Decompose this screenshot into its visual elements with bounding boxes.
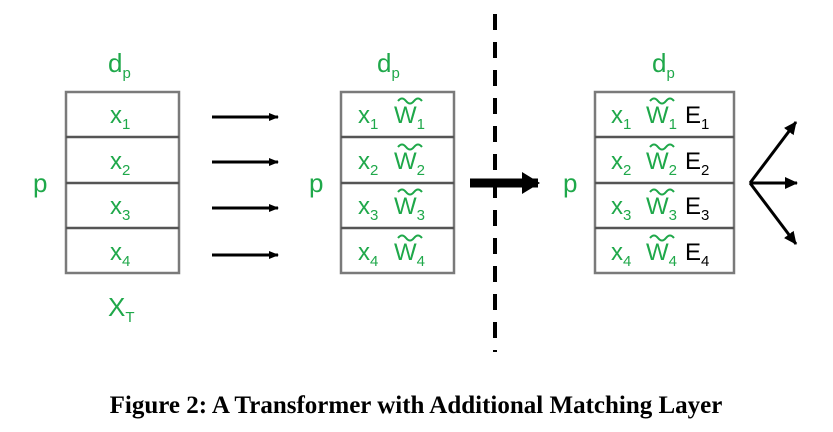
left-row-4: x4	[110, 239, 130, 270]
arrow-up-right-icon	[748, 121, 798, 184]
tilde-mark	[649, 143, 675, 151]
left-dim-top: dp	[108, 48, 131, 82]
left-row-1: x1	[110, 102, 130, 133]
tilde-mark	[397, 143, 423, 151]
tilde-mark	[397, 234, 423, 242]
left-matrix: dp p x1 x2 x3 x4 XT	[33, 48, 181, 326]
tilde-mark	[649, 97, 675, 105]
svg-text:W3: W3	[394, 193, 425, 224]
right-row-4: x4 W4 E4	[611, 234, 709, 270]
svg-text:E4: E4	[685, 239, 709, 270]
svg-text:x2: x2	[358, 148, 378, 179]
middle-dim-top: dp	[377, 48, 400, 82]
svg-text:W2: W2	[646, 148, 677, 179]
svg-text:W4: W4	[394, 239, 425, 270]
left-row-2: x2	[110, 148, 130, 179]
svg-text:x3: x3	[611, 193, 631, 224]
right-row-2: x2 W2 E2	[611, 143, 709, 179]
svg-text:x1: x1	[611, 102, 631, 133]
right-dim-side: p	[563, 168, 577, 198]
svg-text:x4: x4	[358, 239, 378, 270]
tilde-mark	[397, 188, 423, 196]
svg-text:x3: x3	[358, 193, 378, 224]
svg-text:W2: W2	[394, 148, 425, 179]
left-dim-side: p	[33, 168, 47, 198]
svg-text:E2: E2	[685, 148, 709, 179]
middle-matrix: dp p x1 W1 x2 W2 x3 W3 x4 W4	[309, 48, 456, 275]
tilde-mark	[649, 234, 675, 242]
middle-row-2: x2 W2	[358, 143, 425, 179]
figure-caption: Figure 2: A Transformer with Additional …	[110, 392, 723, 419]
tilde-mark	[649, 188, 675, 196]
left-bottom-label: XT	[108, 292, 135, 326]
svg-text:W1: W1	[394, 102, 425, 133]
svg-text:x4: x4	[611, 239, 631, 270]
svg-text:x2: x2	[611, 148, 631, 179]
arrow-down-right-icon	[748, 182, 798, 245]
svg-text:W1: W1	[646, 102, 677, 133]
svg-text:W3: W3	[646, 193, 677, 224]
left-row-3: x3	[110, 193, 130, 224]
right-row-1: x1 W1 E1	[611, 97, 709, 133]
fan-out-arrows	[748, 121, 798, 245]
right-matrix: dp p x1 W1 E1 x2 W2 E2 x3 W3 E3 x4 W4 E4	[563, 48, 736, 275]
right-dim-top: dp	[652, 48, 675, 82]
middle-row-1: x1 W1	[358, 97, 425, 133]
svg-text:E3: E3	[685, 193, 709, 224]
middle-dim-side: p	[309, 168, 323, 198]
svg-text:W4: W4	[646, 239, 677, 270]
svg-text:x1: x1	[358, 102, 378, 133]
middle-row-3: x3 W3	[358, 188, 425, 224]
right-row-3: x3 W3 E3	[611, 188, 709, 224]
row-arrows	[212, 113, 279, 259]
middle-row-4: x4 W4	[358, 234, 425, 270]
svg-text:E1: E1	[685, 102, 709, 133]
tilde-mark	[397, 97, 423, 105]
